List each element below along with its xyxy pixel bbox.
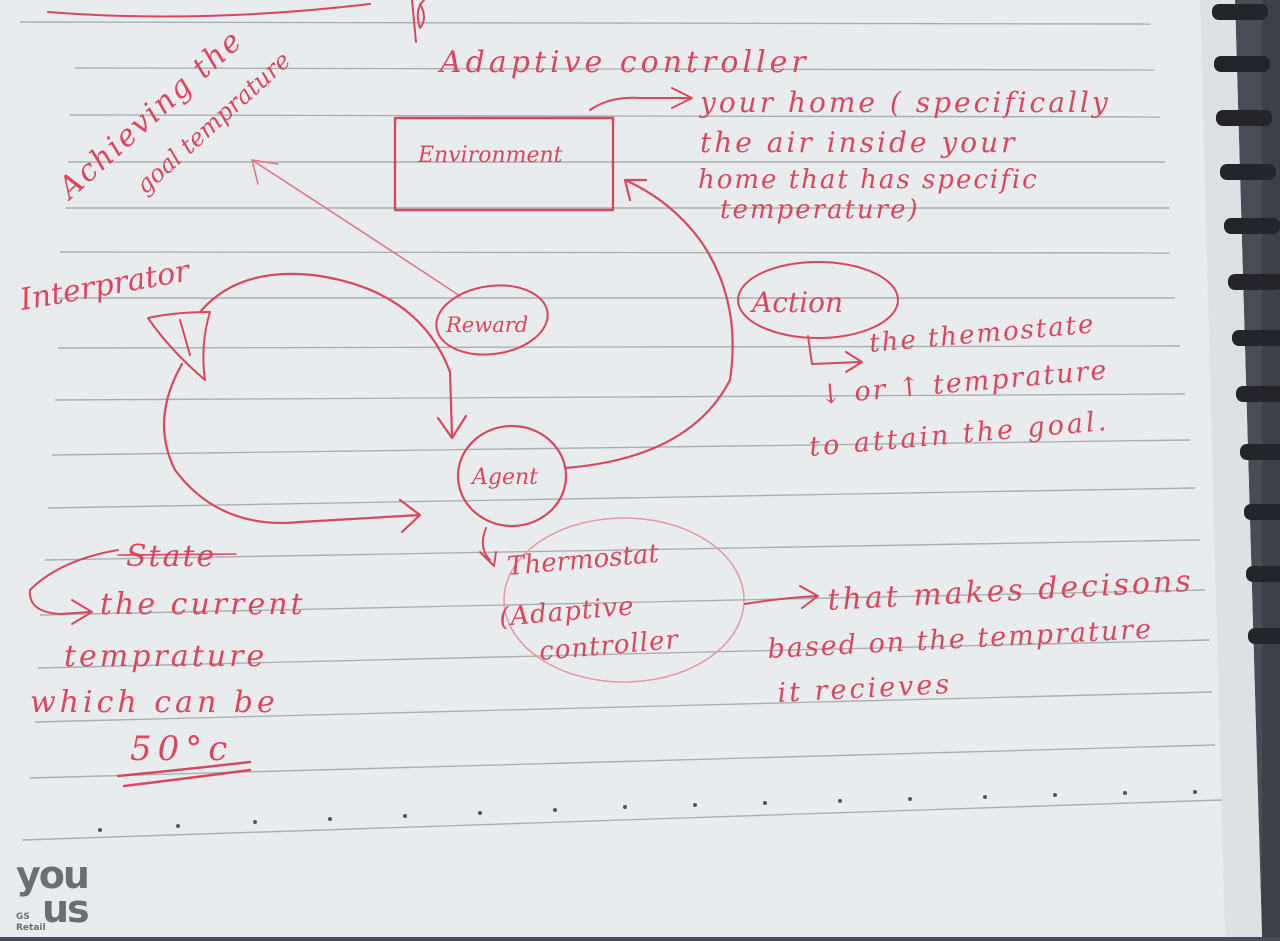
binding-ring <box>1214 56 1270 72</box>
action-label: Action <box>749 286 843 319</box>
reward-ellipse <box>435 284 549 356</box>
agent-to-environment-arrow <box>563 178 734 470</box>
binding-ring <box>1232 330 1280 346</box>
environment-to-agent-arrow <box>198 272 468 440</box>
ruled-lines <box>19 21 1223 841</box>
state-note-line-2: temprature <box>64 639 267 674</box>
brand-sub-1: GS <box>16 912 30 922</box>
state-note-line-1: the current <box>100 587 306 622</box>
thermostat-to-description-arrow <box>744 585 819 609</box>
binding-ring <box>1236 386 1280 402</box>
diagram-heading: Adaptive controller <box>437 45 810 80</box>
brand-sub-2: Retail <box>16 923 46 933</box>
binding-ring <box>1224 218 1280 234</box>
reward-to-goal-arrow <box>251 159 461 297</box>
environment-note-line-1: your home ( specifically <box>698 86 1111 119</box>
dot-row <box>98 790 1197 832</box>
binding-ring <box>1244 504 1280 520</box>
binding-ring <box>1240 444 1280 460</box>
environment-box-label: Environment <box>417 143 563 168</box>
binding-ring <box>1228 274 1280 290</box>
environment-box <box>393 116 615 212</box>
brand-line-1: you <box>16 853 88 897</box>
agent-label: Agent <box>470 465 538 490</box>
binding-ring <box>1246 566 1280 582</box>
binding-ring <box>1212 4 1268 20</box>
state-note-line-3: which can be <box>30 685 279 720</box>
state-value: 50°c <box>130 729 233 769</box>
state-note-arrow <box>28 549 119 625</box>
thermostat-ellipse <box>503 517 745 683</box>
environment-note-line-2: the air inside your <box>700 126 1018 159</box>
spiral-binding <box>1212 0 1280 937</box>
top-scribble <box>47 3 371 18</box>
environment-note-line-4: temperature) <box>720 195 920 225</box>
agent-ellipse <box>456 424 568 528</box>
notebook-brand-logo: you us GS Retail <box>16 853 90 933</box>
paper-shadow <box>1200 0 1262 937</box>
environment-note-arrow <box>589 87 693 111</box>
environment-note-line-3: home that has specific <box>698 165 1039 195</box>
binding-ring <box>1248 628 1280 644</box>
state-loop-arrow <box>162 362 422 534</box>
action-ellipse <box>737 261 899 339</box>
state-label-strike <box>117 553 237 556</box>
state-label: State <box>126 539 216 574</box>
agent-to-thermostat-arrow <box>479 527 497 567</box>
binding-ring <box>1220 164 1276 180</box>
action-note-arrow <box>807 335 863 373</box>
top-scribble-mark <box>411 0 425 43</box>
brand-line-2: us <box>42 887 88 931</box>
reward-label: Reward <box>445 313 528 337</box>
interpreter-eye-icon <box>147 311 211 381</box>
binding-ring <box>1216 110 1272 126</box>
value-underline <box>116 760 252 788</box>
